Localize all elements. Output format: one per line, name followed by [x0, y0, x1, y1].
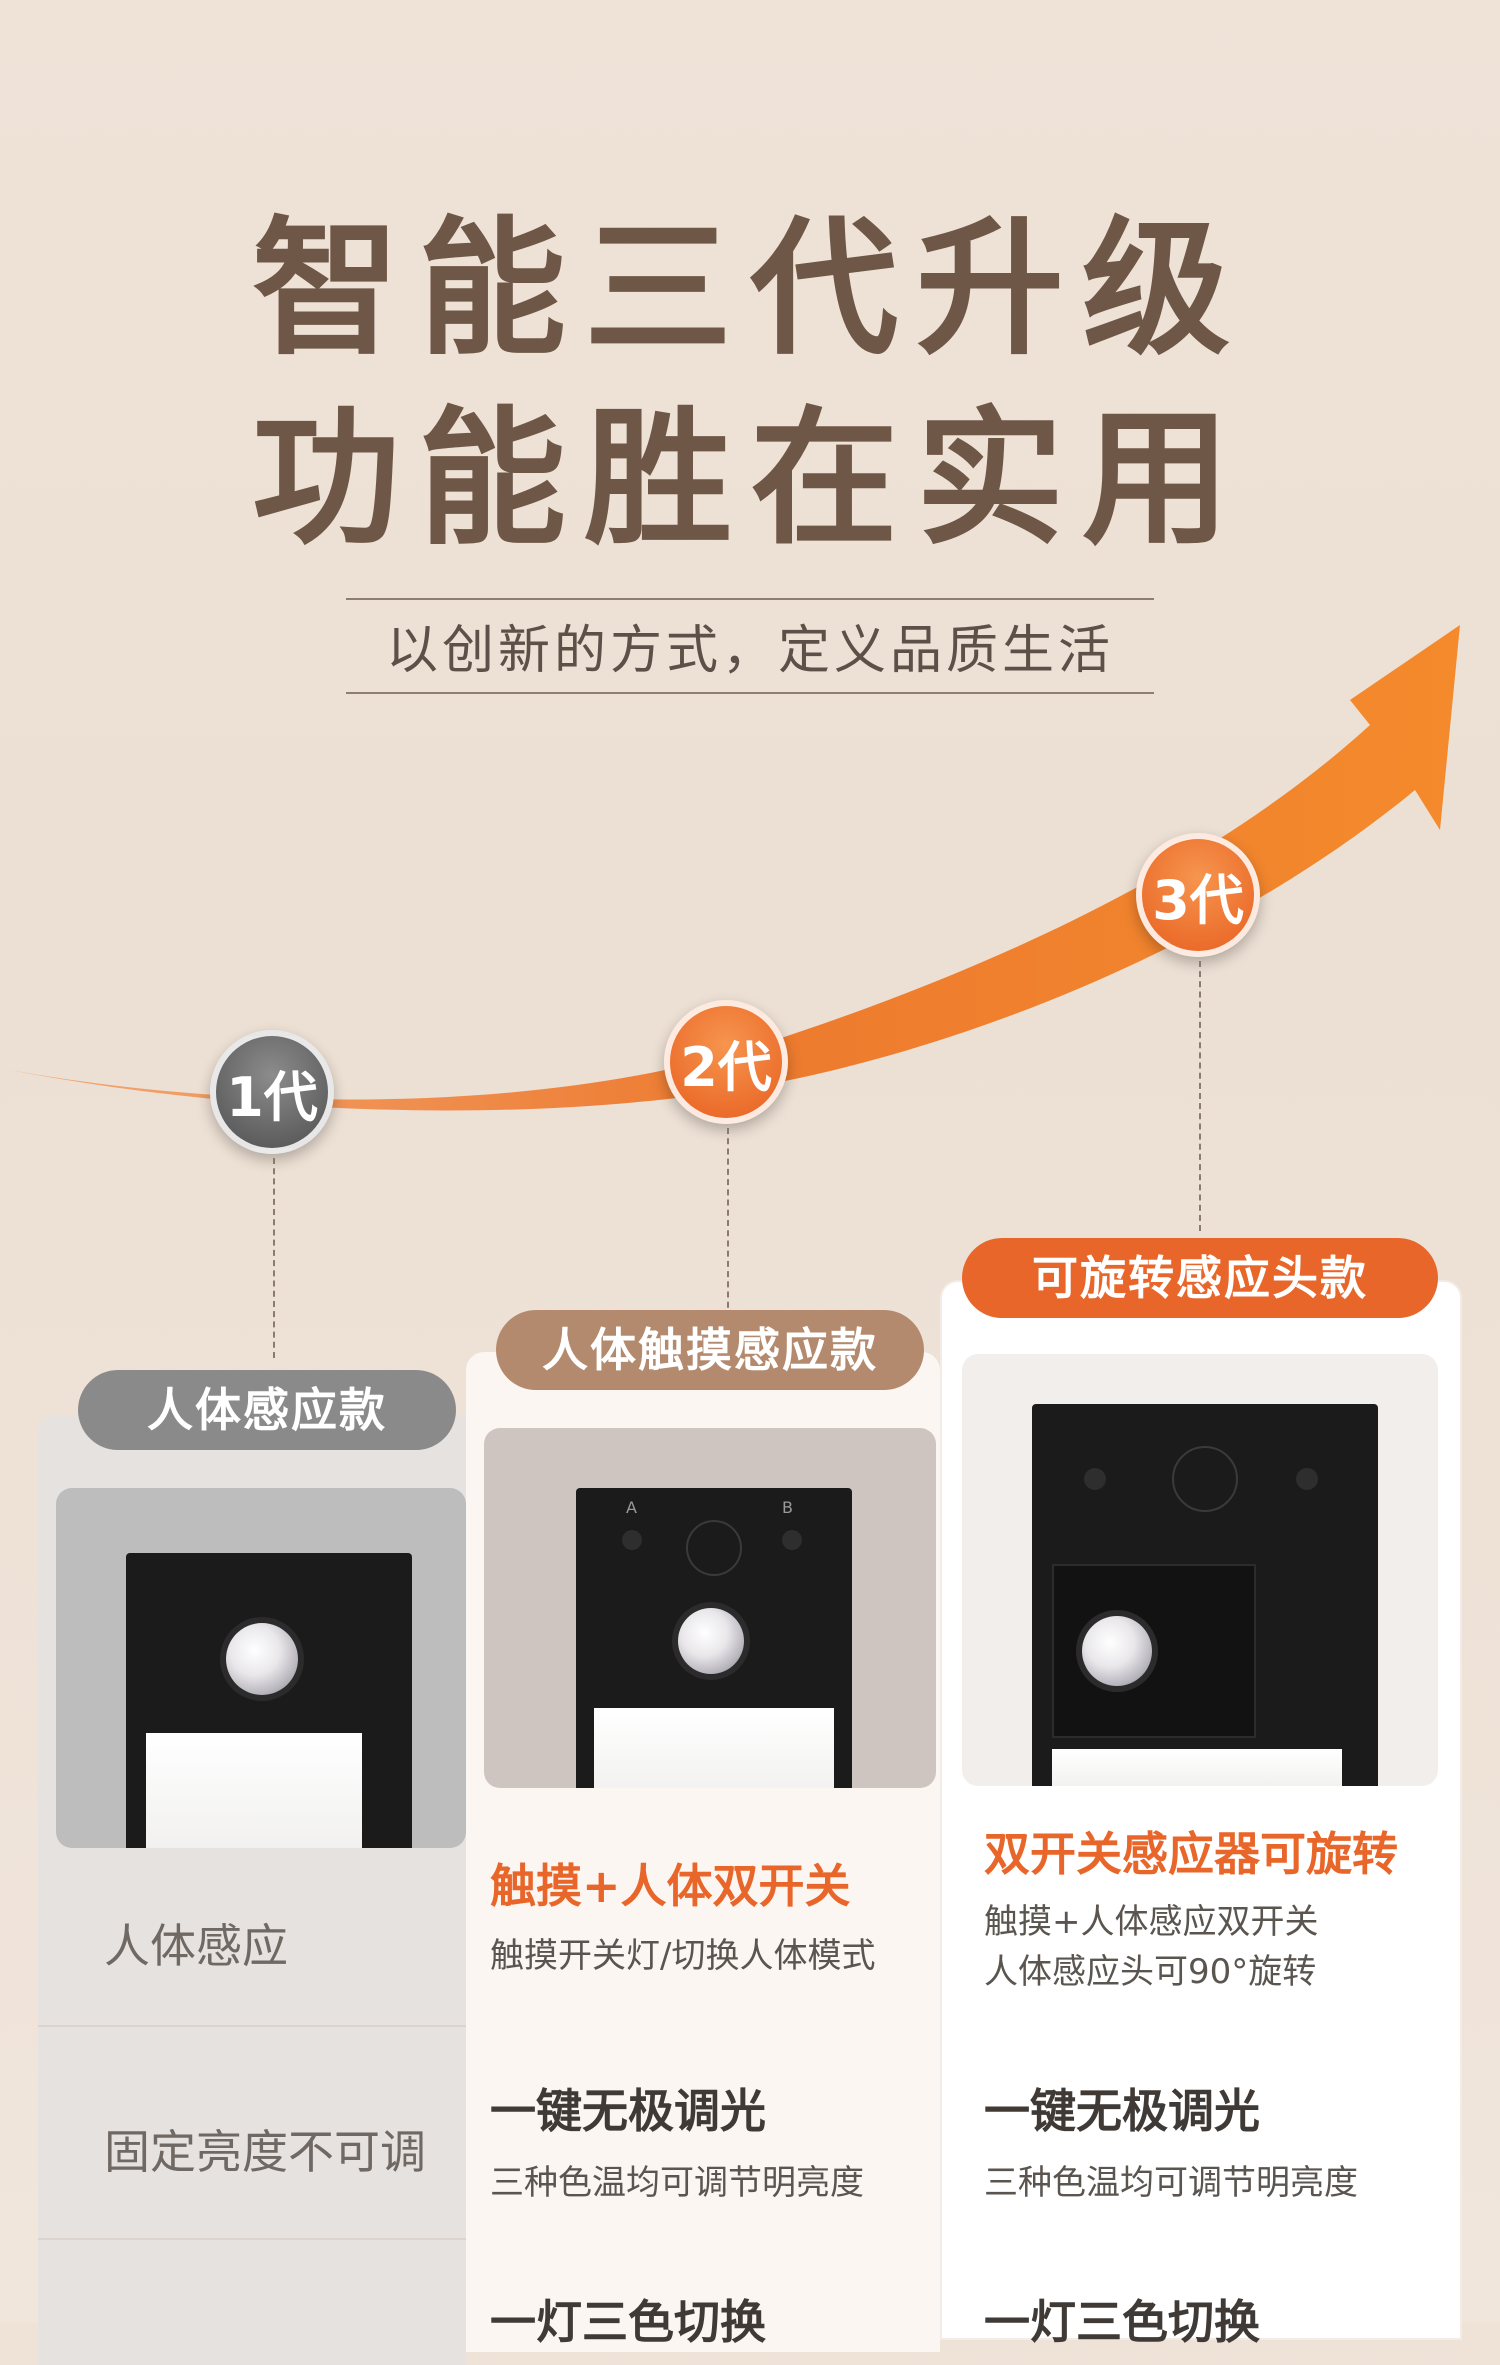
- button-right: [1296, 1468, 1318, 1490]
- subtitle-top-rule: [346, 598, 1154, 600]
- sensor-lens-icon: [678, 1608, 744, 1674]
- connector-gen3: [1199, 961, 1201, 1231]
- label-a: A: [626, 1498, 637, 1517]
- button-a: [622, 1530, 642, 1550]
- button-b: [782, 1530, 802, 1550]
- light-panel: [146, 1733, 362, 1848]
- tag-gen2: 人体触摸感应款: [496, 1310, 924, 1390]
- power-icon: [686, 1520, 742, 1576]
- light-panel: [594, 1708, 834, 1788]
- device-body: A B: [576, 1488, 852, 1788]
- dimming-title-gen3: 一键无极调光: [984, 2084, 1260, 2138]
- sensor-lens-icon: [1082, 1616, 1152, 1686]
- feature-title-gen3: 双开关感应器可旋转: [984, 1827, 1398, 1881]
- feature-desc1-gen3: 触摸+人体感应双开关: [984, 1902, 1319, 1942]
- label-b: B: [782, 1498, 793, 1517]
- product-photo-gen1: [56, 1488, 466, 1848]
- sensor-lens-icon: [226, 1623, 298, 1695]
- dimming-gen1: 固定亮度不可调: [104, 2125, 426, 2179]
- tag-gen1: 人体感应款: [78, 1370, 456, 1450]
- color-title-gen3: 一灯三色切换: [984, 2295, 1260, 2349]
- badge-gen3: 3代: [1136, 833, 1260, 957]
- subtitle-bottom-rule: [346, 692, 1154, 694]
- device-body: [126, 1553, 412, 1848]
- feature-gen1: 人体感应: [104, 1919, 288, 1973]
- feature-desc-gen2: 触摸开关灯/切换人体模式: [490, 1936, 876, 1976]
- product-photo-gen3: [962, 1354, 1438, 1786]
- tag-gen3: 可旋转感应头款: [962, 1238, 1438, 1318]
- rotating-head: [1052, 1564, 1256, 1738]
- product-photo-gen2: A B: [484, 1428, 936, 1788]
- badge-gen2: 2代: [664, 1000, 788, 1124]
- connector-gen2: [727, 1128, 729, 1318]
- headline-line1: 智能三代升级: [252, 203, 1248, 375]
- power-icon: [1172, 1446, 1238, 1512]
- device-body: [1032, 1404, 1378, 1786]
- feature-desc2-gen3: 人体感应头可90°旋转: [984, 1952, 1317, 1992]
- light-panel: [1052, 1749, 1342, 1786]
- headline-line2: 功能胜在实用: [252, 393, 1248, 565]
- dimming-desc-gen3: 三种色温均可调节明亮度: [984, 2163, 1358, 2203]
- badge-gen1: 1代: [210, 1030, 334, 1154]
- color-title-gen2: 一灯三色切换: [490, 2295, 766, 2349]
- dimming-title-gen2: 一键无极调光: [490, 2084, 766, 2138]
- feature-title-gen2: 触摸+人体双开关: [490, 1859, 851, 1913]
- subtitle: 以创新的方式，定义品质生活: [385, 621, 1114, 681]
- button-left: [1084, 1468, 1106, 1490]
- dimming-desc-gen2: 三种色温均可调节明亮度: [490, 2163, 864, 2203]
- connector-gen1: [273, 1158, 275, 1358]
